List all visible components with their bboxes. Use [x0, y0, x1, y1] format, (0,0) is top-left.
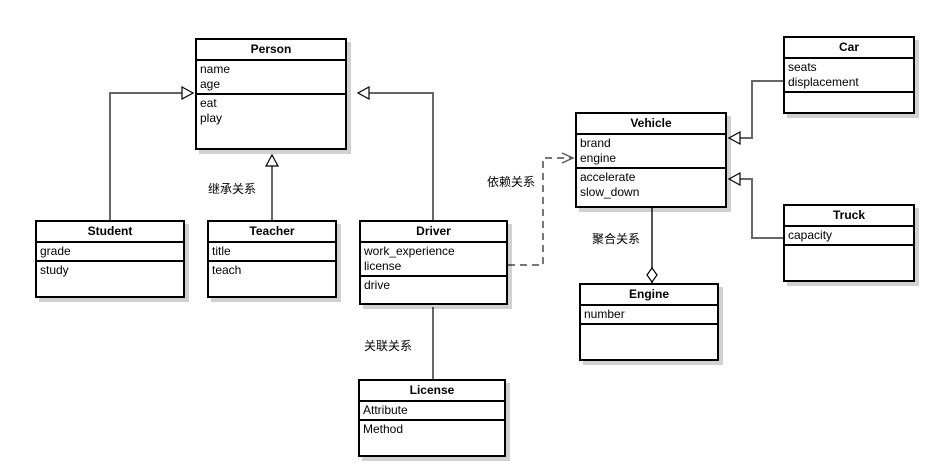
- uml-operations-compartment: [785, 246, 913, 249]
- uml-operations-compartment: [785, 93, 913, 96]
- uml-class-title: Student: [37, 222, 183, 243]
- uml-class-vehicle[interactable]: Vehicle brand engine accelerate slow_dow…: [575, 112, 727, 208]
- edge-label-inheritance: 继承关系: [208, 182, 257, 196]
- uml-operations-compartment: teach: [209, 262, 335, 280]
- uml-attributes-compartment: brand engine: [577, 135, 725, 169]
- uml-class-student[interactable]: Student grade study: [35, 220, 185, 298]
- uml-operations-compartment: accelerate slow_down: [577, 169, 725, 202]
- uml-attribute: number: [584, 307, 625, 321]
- uml-class-title: Vehicle: [577, 114, 725, 135]
- uml-attribute: work_experience: [364, 244, 455, 258]
- uml-operations-compartment: Method: [360, 421, 504, 439]
- uml-operations-compartment: study: [37, 262, 183, 280]
- uml-attributes-compartment: grade: [37, 243, 183, 262]
- uml-class-title: Teacher: [209, 222, 335, 243]
- uml-operations-compartment: [581, 325, 717, 328]
- uml-operations-compartment: drive: [361, 277, 506, 295]
- uml-operation: slow_down: [580, 185, 640, 199]
- uml-attribute: age: [200, 77, 221, 91]
- uml-operation: study: [40, 263, 69, 277]
- uml-attributes-compartment: capacity: [785, 227, 913, 246]
- uml-attribute: seats: [788, 60, 817, 74]
- edge-truck-vehicle: [729, 179, 783, 239]
- uml-class-title: Truck: [785, 206, 913, 227]
- uml-class-truck[interactable]: Truck capacity: [783, 204, 915, 282]
- uml-attribute: capacity: [788, 228, 833, 242]
- uml-operation: drive: [364, 278, 391, 292]
- uml-class-license[interactable]: License Attribute Method: [358, 379, 506, 457]
- uml-class-title: Driver: [361, 222, 506, 243]
- uml-attributes-compartment: Attribute: [360, 402, 504, 421]
- uml-attribute: displacement: [788, 75, 859, 89]
- uml-attribute: brand: [580, 136, 611, 150]
- uml-class-title: Person: [197, 40, 345, 61]
- uml-attribute: title: [212, 244, 231, 258]
- uml-class-person[interactable]: Person name age eat play: [195, 38, 347, 150]
- uml-attribute: name: [200, 62, 231, 76]
- uml-class-title: Engine: [581, 285, 717, 306]
- uml-class-title: Car: [785, 38, 913, 59]
- uml-class-driver[interactable]: Driver work_experience license drive: [359, 220, 508, 305]
- uml-attribute: grade: [40, 244, 71, 258]
- uml-attribute: license: [364, 259, 402, 273]
- edge-label-dependency: 依赖关系: [487, 175, 536, 189]
- uml-attributes-compartment: seats displacement: [785, 59, 913, 93]
- uml-attributes-compartment: number: [581, 306, 717, 325]
- uml-operation: Method: [363, 422, 404, 436]
- uml-attributes-compartment: name age: [197, 61, 345, 95]
- uml-class-title: License: [360, 381, 504, 402]
- edge-driver-person: [358, 93, 434, 222]
- edge-car-vehicle: [729, 80, 783, 138]
- uml-attribute: engine: [580, 151, 617, 165]
- uml-class-car[interactable]: Car seats displacement: [783, 36, 915, 114]
- edge-student-person: [109, 93, 193, 222]
- edge-label-aggregation: 聚合关系: [592, 232, 641, 246]
- uml-attributes-compartment: work_experience license: [361, 243, 506, 277]
- uml-class-engine[interactable]: Engine number: [579, 283, 719, 361]
- uml-attribute: Attribute: [363, 403, 408, 417]
- uml-class-teacher[interactable]: Teacher title teach: [207, 220, 337, 298]
- uml-attributes-compartment: title: [209, 243, 335, 262]
- edge-label-association: 关联关系: [364, 339, 413, 353]
- uml-operation: accelerate: [580, 170, 636, 184]
- uml-operations-compartment: eat play: [197, 95, 345, 128]
- uml-operation: teach: [212, 263, 242, 277]
- uml-operation: play: [200, 111, 223, 125]
- uml-operation: eat: [200, 96, 217, 110]
